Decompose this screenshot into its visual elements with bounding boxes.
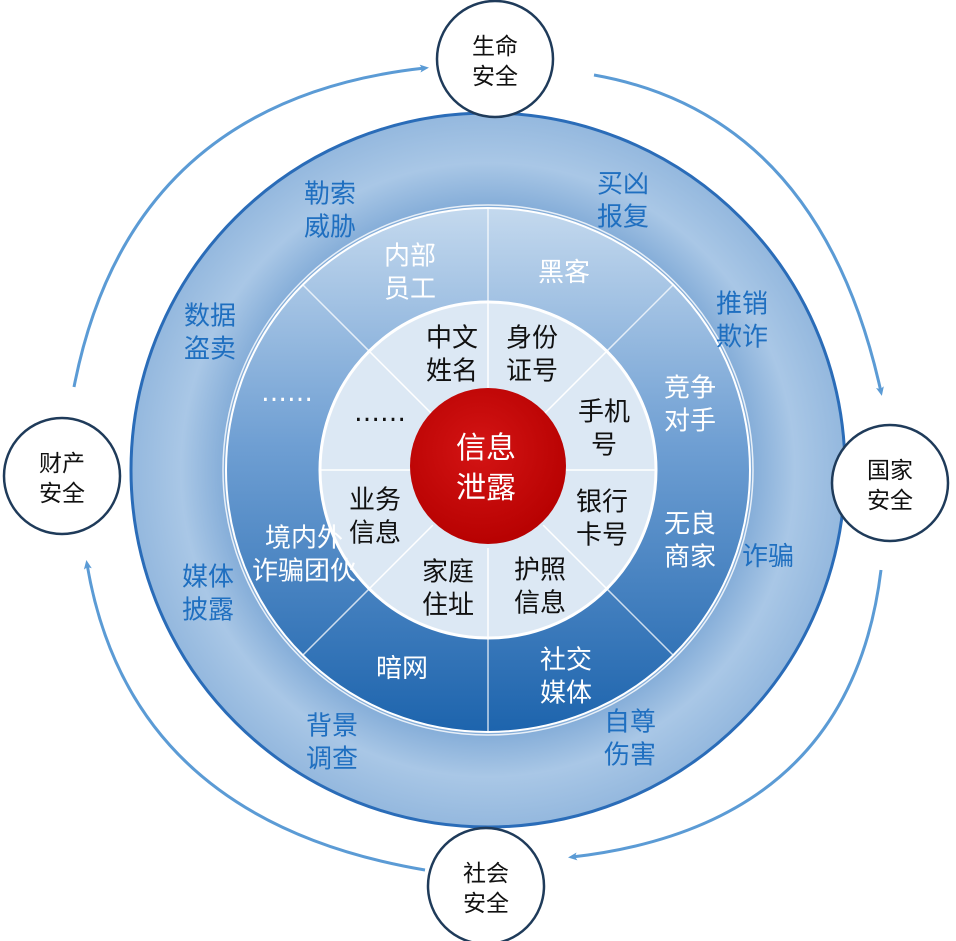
- actor-label-0-line2: 员工: [384, 275, 436, 305]
- data-type-label-1-line1: 身份: [506, 324, 558, 354]
- actor-label-1-line1: 黑客: [538, 258, 590, 288]
- threat-label-6-line2: 披露: [182, 596, 234, 626]
- center-label-line2: 泄露: [456, 471, 516, 506]
- data-type-label-7-line1: ……: [354, 398, 406, 428]
- life-security-node-circle: [435, 0, 555, 119]
- data-type-label-0-line1: 中文: [426, 324, 478, 354]
- life-security-node-line2: 安全: [472, 64, 518, 90]
- middle-divider-4: [302, 588, 370, 656]
- life-security-node-line1: 生命: [472, 34, 518, 60]
- threat-label-0-line2: 威胁: [304, 213, 356, 243]
- threat-label-5-line2: 调查: [306, 745, 358, 775]
- national-security-node-line1: 国家: [867, 458, 913, 484]
- actor-label-7-line1: ……: [261, 378, 313, 408]
- center-label: 信息 泄露: [456, 431, 516, 506]
- arrow-nation-to-society: [568, 569, 883, 861]
- actor-label-4-line1: 社交: [540, 646, 592, 676]
- data-type-label-1-line2: 证号: [506, 357, 558, 387]
- threat-label-1-line1: 买凶: [597, 170, 649, 200]
- middle-divider-5: [302, 284, 370, 352]
- actor-label-0-line1: 内部: [384, 242, 436, 272]
- social-security-node-line2: 安全: [463, 891, 509, 917]
- data-type-label-4-line2: 信息: [514, 589, 566, 619]
- threat-label-0-line1: 勒索: [304, 180, 356, 210]
- inner-divider-5: [368, 524, 434, 590]
- property-security-node-line2: 安全: [39, 481, 85, 507]
- threat-label-7-line1: 数据: [184, 302, 236, 332]
- arrow-property-to-life: [72, 64, 429, 388]
- threat-label-4-line1: 自尊: [604, 708, 656, 738]
- threat-label-2-line1: 推销: [716, 290, 768, 320]
- middle-ring-border: [222, 204, 754, 736]
- actor-label-5-line1: 暗网: [376, 654, 428, 684]
- threat-label-1-line2: 报复: [597, 203, 649, 233]
- data-type-label-4-line1: 护照: [514, 556, 566, 586]
- threat-label-7-line2: 盗卖: [184, 335, 236, 365]
- actor-label-3-line2: 商家: [664, 543, 716, 573]
- inner-divider-3: [542, 524, 608, 590]
- center-circle: [410, 388, 566, 544]
- data-type-label-2-line2: 号: [591, 431, 617, 461]
- middle-divider-1: [606, 284, 674, 352]
- data-type-label-6-line1: 业务: [349, 486, 401, 516]
- data-type-label-3-line1: 银行: [576, 488, 628, 518]
- arrow-life-to-nation: [593, 73, 884, 396]
- data-type-label-5-line2: 住址: [422, 591, 474, 621]
- actor-label-4-line2: 媒体: [540, 679, 592, 709]
- arrow-society-to-property: [83, 560, 426, 872]
- threat-label-3-line1: 诈骗: [742, 542, 794, 572]
- data-type-label-6-line2: 信息: [349, 519, 401, 549]
- property-security-node-line1: 财产: [39, 451, 85, 477]
- actor-label-2-line2: 对手: [664, 407, 716, 437]
- inner-divider-7: [368, 350, 434, 416]
- data-type-label-3-line2: 卡号: [576, 521, 628, 551]
- actor-label-6-line1: 境内外: [265, 524, 343, 554]
- data-type-label-5-line1: 家庭: [422, 558, 474, 588]
- inner-ring-labels: 中文姓名身份证号手机号银行卡号护照信息家庭住址业务信息……: [349, 324, 630, 621]
- social-security-node-line1: 社会: [463, 861, 509, 887]
- center-label-line1: 信息: [456, 431, 516, 466]
- data-type-label-2-line1: 手机: [578, 398, 630, 428]
- middle-divider-2: [606, 588, 674, 656]
- threat-label-5-line1: 背景: [306, 712, 358, 742]
- cycle-arrows: [72, 64, 884, 872]
- threat-label-2-line2: 欺诈: [716, 323, 768, 353]
- property-security-node-circle: [2, 416, 122, 536]
- actor-label-2-line1: 竞争: [664, 374, 716, 404]
- inner-divider-1: [542, 350, 608, 416]
- threat-label-4-line2: 伤害: [604, 741, 656, 771]
- threat-label-6-line1: 媒体: [182, 563, 234, 593]
- national-security-node-circle: [830, 423, 950, 543]
- national-security-node-line2: 安全: [867, 488, 913, 514]
- actor-label-6-line2: 诈骗团伙: [252, 557, 356, 587]
- middle-ring-dividers: [302, 208, 674, 732]
- social-security-node-circle: [426, 826, 546, 941]
- data-type-label-0-line2: 姓名: [426, 357, 478, 387]
- inner-ring-dividers: [320, 302, 656, 638]
- actor-label-3-line1: 无良: [664, 510, 716, 540]
